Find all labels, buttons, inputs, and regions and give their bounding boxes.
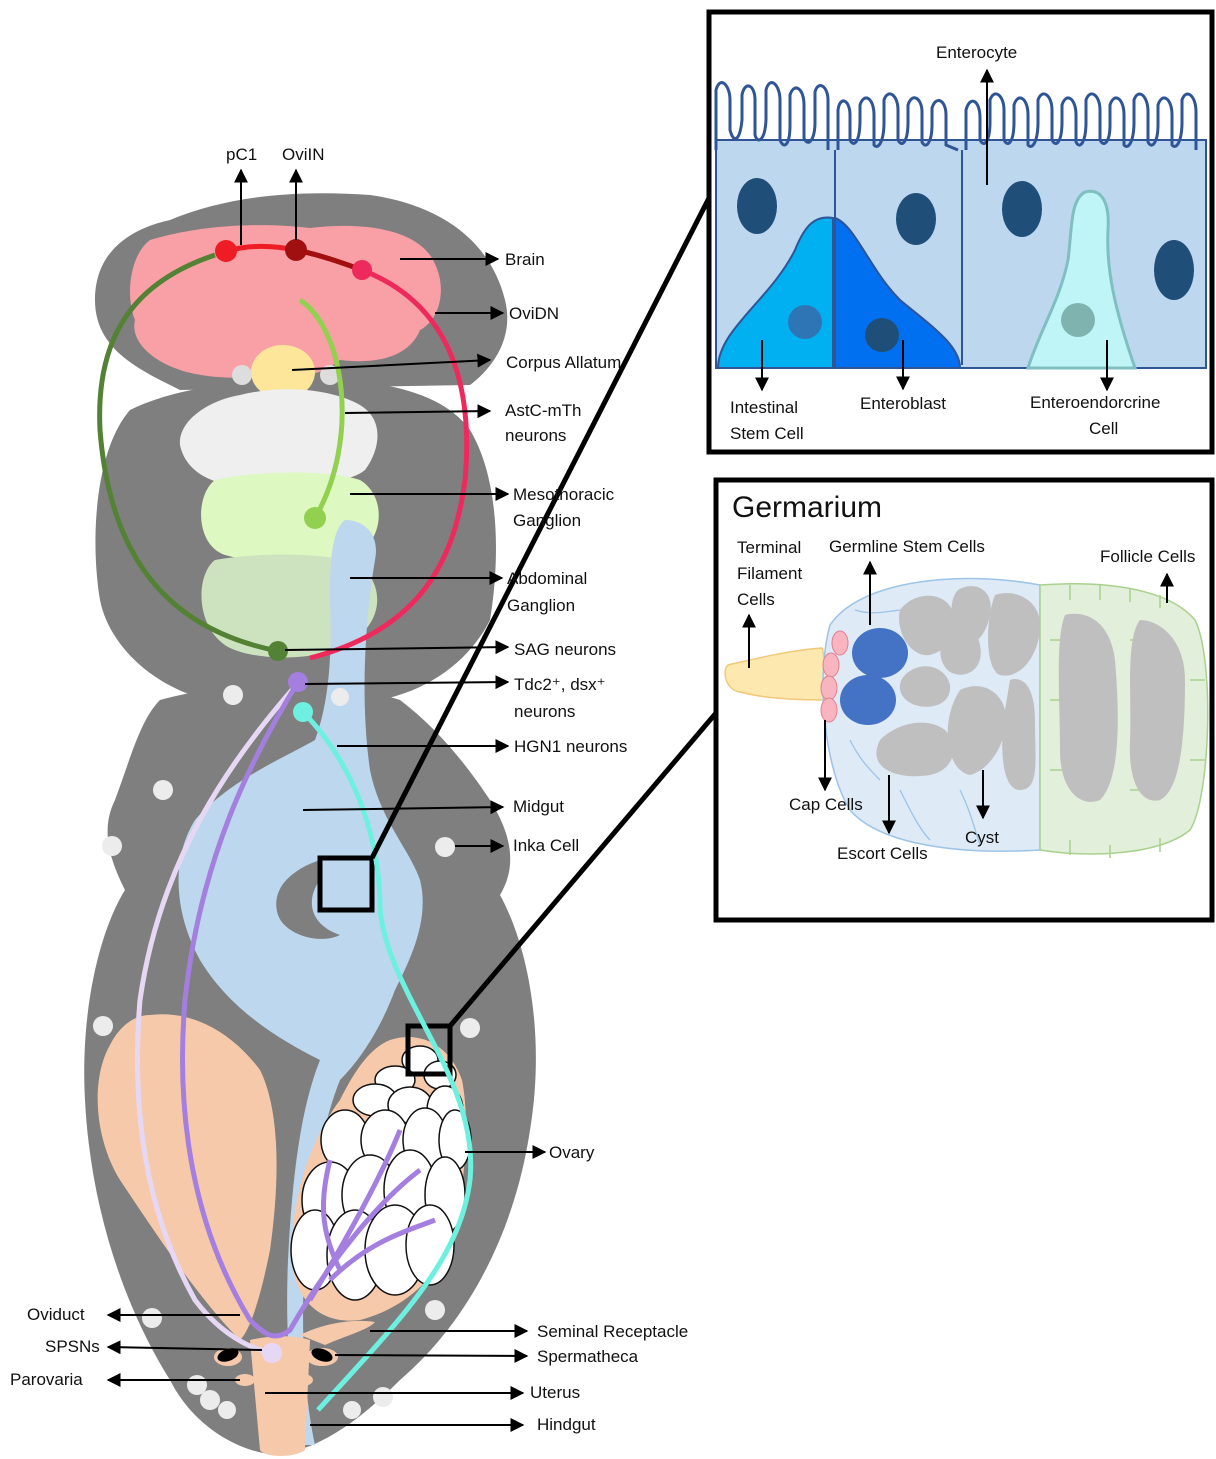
gsc-1	[852, 628, 908, 678]
label-midgut: Midgut	[513, 797, 564, 816]
tdc2-soma	[288, 672, 308, 692]
hgn1-soma	[293, 702, 313, 722]
label-ee-line1: Enteroendorcrine	[1030, 393, 1160, 412]
label-meso-line1: Mesothoracic	[513, 485, 615, 504]
ee-nucleus	[1061, 303, 1095, 337]
label-spsns: SPSNs	[45, 1337, 100, 1356]
label-brain: Brain	[505, 250, 545, 269]
enterocyte-nucleus-4	[1154, 240, 1194, 300]
label-pc1: pC1	[226, 145, 257, 164]
astc-soma	[304, 507, 326, 529]
label-ee-line2: Cell	[1089, 419, 1118, 438]
label-oviduct: Oviduct	[27, 1305, 85, 1324]
spsn-soma	[262, 1343, 282, 1363]
cap-cell-1	[832, 631, 848, 655]
enterocyte-nucleus-1	[737, 178, 777, 234]
fly-body	[84, 193, 536, 1456]
label-parovaria: Parovaria	[10, 1370, 83, 1389]
label-seminal: Seminal Receptacle	[537, 1322, 688, 1341]
germarium-title: Germarium	[732, 491, 882, 524]
germarium-inset: Germarium	[716, 480, 1212, 920]
label-corpus-allatum: Corpus Allatum	[506, 353, 621, 372]
label-hgn1: HGN1 neurons	[514, 737, 627, 756]
label-ovidn: OviDN	[509, 304, 559, 323]
enteroblast-nucleus	[865, 318, 899, 352]
label-hindgut: Hindgut	[537, 1415, 596, 1434]
cap-cell-3	[821, 676, 837, 700]
pc1-soma	[215, 240, 237, 262]
label-inka: Inka Cell	[513, 836, 579, 855]
label-cap: Cap Cells	[789, 795, 863, 814]
label-gsc: Germline Stem Cells	[829, 537, 985, 556]
gsc-2	[840, 675, 896, 725]
label-spermatheca: Spermatheca	[537, 1347, 639, 1366]
small-lobe-left	[232, 365, 252, 385]
label-tdc-line2: neurons	[514, 702, 575, 721]
midgut-inset: Enterocyte Intestinal Stem Cell Enterobl…	[709, 12, 1212, 452]
label-tf-line2: Filament	[737, 564, 802, 583]
isc-nucleus	[788, 305, 822, 339]
enterocyte-nucleus-2	[896, 193, 936, 245]
sag-soma	[268, 641, 288, 661]
label-uterus: Uterus	[530, 1383, 580, 1402]
label-isc-line1: Intestinal	[730, 398, 798, 417]
enterocyte-nucleus-3	[1002, 181, 1042, 237]
label-tdc-line1: Tdc2⁺, dsx⁺	[514, 675, 606, 694]
label-abd-line1: Abdominal	[507, 569, 587, 588]
ovidn-soma	[352, 260, 372, 280]
label-isc-line2: Stem Cell	[730, 424, 804, 443]
parovaria-right	[293, 1374, 313, 1386]
oviin-soma	[285, 239, 307, 261]
label-astc-line1: AstC-mTh	[505, 401, 582, 420]
label-enterocyte: Enterocyte	[936, 43, 1017, 62]
label-tf-line3: Cells	[737, 590, 775, 609]
label-abd-line2: Ganglion	[507, 596, 575, 615]
cap-cell-2	[823, 653, 839, 677]
label-sag: SAG neurons	[514, 640, 616, 659]
label-meso-line2: Ganglion	[513, 511, 581, 530]
label-astc-line2: neurons	[505, 426, 566, 445]
label-tf-line1: Terminal	[737, 538, 801, 557]
label-oviin: OviIN	[282, 145, 325, 164]
label-follicle: Follicle Cells	[1100, 547, 1195, 566]
label-cyst: Cyst	[965, 828, 999, 847]
label-enteroblast: Enteroblast	[860, 394, 946, 413]
label-escort: Escort Cells	[837, 844, 928, 863]
label-ovary: Ovary	[549, 1143, 595, 1162]
cap-cell-4	[821, 698, 837, 722]
